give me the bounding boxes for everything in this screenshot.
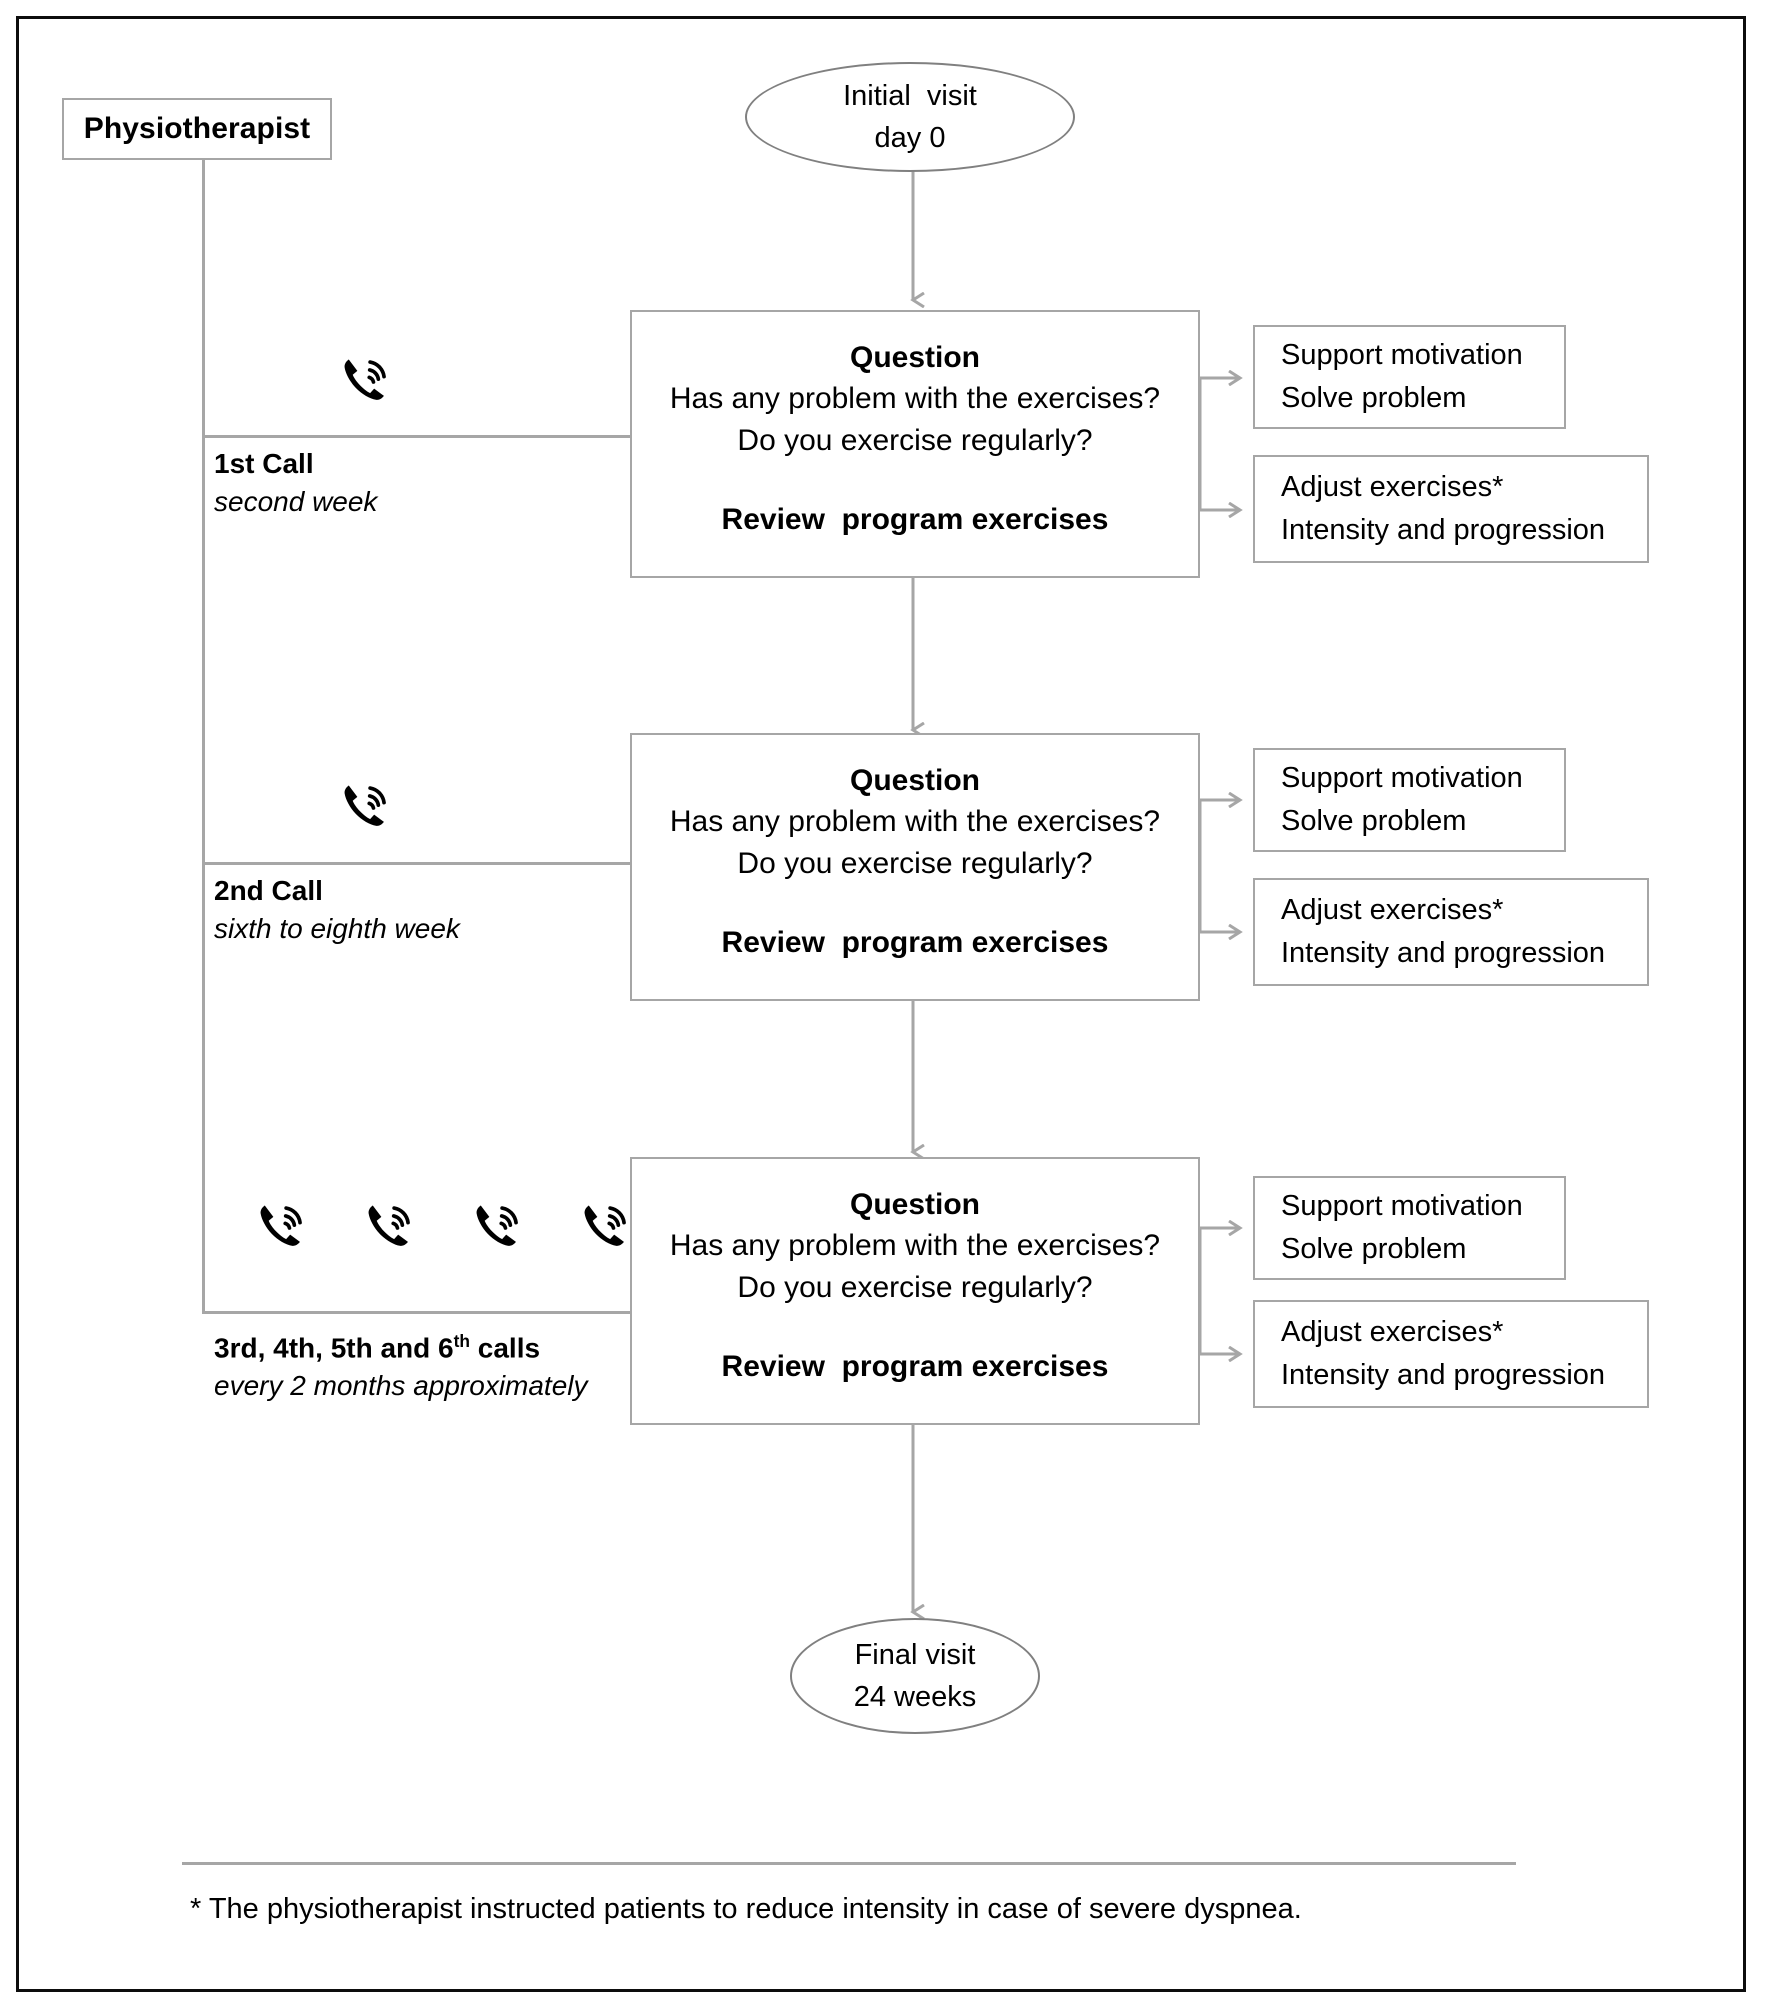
physiotherapist-box: Physiotherapist bbox=[62, 98, 332, 160]
question-box-1: Question Has any problem with the exerci… bbox=[630, 310, 1200, 578]
footnote-text: * The physiotherapist instructed patient… bbox=[190, 1893, 1302, 1925]
call-when-1: second week bbox=[214, 486, 378, 517]
support-line-1: Support motivation bbox=[1281, 762, 1523, 794]
physiotherapist-spine bbox=[202, 160, 205, 1314]
call-name-3-superscript: th bbox=[453, 1331, 470, 1351]
review-program-label: Review program exercises bbox=[721, 1350, 1109, 1383]
adjust-line-1: Adjust exercises* bbox=[1281, 1316, 1504, 1348]
call-label-2: 2nd Call sixth to eighth week bbox=[214, 872, 654, 948]
support-line-1: Support motivation bbox=[1281, 339, 1523, 371]
support-line-1: Support motivation bbox=[1281, 1190, 1523, 1222]
question-line-1: Has any problem with the exercises? bbox=[669, 805, 1161, 838]
call-label-1: 1st Call second week bbox=[214, 445, 614, 521]
final-visit-line1: Final visit bbox=[854, 1639, 976, 1671]
question-line-1: Has any problem with the exercises? bbox=[669, 382, 1161, 415]
outcome-adjust-box-3: Adjust exercises* Intensity and progress… bbox=[1253, 1300, 1649, 1408]
question-box-2: Question Has any problem with the exerci… bbox=[630, 733, 1200, 1001]
phone-icons-call-3 bbox=[252, 1198, 632, 1254]
outcome-support-box-2: Support motivation Solve problem bbox=[1253, 748, 1566, 852]
support-line-2: Solve problem bbox=[1281, 1233, 1467, 1265]
review-program-label: Review program exercises bbox=[721, 926, 1109, 959]
support-line-2: Solve problem bbox=[1281, 382, 1467, 414]
phone-call-icon bbox=[252, 1198, 308, 1254]
final-visit-node: Final visit 24 weeks bbox=[790, 1618, 1040, 1734]
footnote-rule bbox=[182, 1862, 1516, 1865]
final-visit-line2: 24 weeks bbox=[853, 1681, 977, 1713]
call-name-3-tail: calls bbox=[470, 1332, 541, 1364]
initial-visit-line1: Initial visit bbox=[843, 80, 977, 112]
support-line-2: Solve problem bbox=[1281, 805, 1467, 837]
question-line-2: Do you exercise regularly? bbox=[737, 424, 1093, 457]
question-heading: Question bbox=[849, 764, 980, 797]
question-line-2: Do you exercise regularly? bbox=[737, 847, 1093, 880]
question-line-2: Do you exercise regularly? bbox=[737, 1271, 1093, 1304]
call-connector-2 bbox=[202, 862, 634, 865]
question-heading: Question bbox=[849, 341, 980, 374]
adjust-line-1: Adjust exercises* bbox=[1281, 471, 1504, 503]
adjust-line-2: Intensity and progression bbox=[1281, 514, 1606, 546]
phone-call-icon bbox=[360, 1198, 416, 1254]
phone-icons-call-2 bbox=[336, 778, 392, 834]
initial-visit-node: Initial visit day 0 bbox=[745, 62, 1075, 172]
adjust-line-1: Adjust exercises* bbox=[1281, 894, 1504, 926]
question-heading: Question bbox=[849, 1188, 980, 1221]
phone-call-icon bbox=[336, 352, 392, 408]
outcome-adjust-box-1: Adjust exercises* Intensity and progress… bbox=[1253, 455, 1649, 563]
question-line-1: Has any problem with the exercises? bbox=[669, 1229, 1161, 1262]
outcome-support-box-1: Support motivation Solve problem bbox=[1253, 325, 1566, 429]
adjust-line-2: Intensity and progression bbox=[1281, 937, 1606, 969]
outcome-adjust-box-2: Adjust exercises* Intensity and progress… bbox=[1253, 878, 1649, 986]
call-name-1: 1st Call bbox=[214, 448, 314, 479]
initial-visit-line2: day 0 bbox=[874, 122, 946, 154]
figure-outer-frame bbox=[16, 16, 1746, 1992]
phone-icons-call-1 bbox=[336, 352, 392, 408]
call-name-3: 3rd, 4th, 5th and 6th calls bbox=[214, 1322, 684, 1367]
review-program-label: Review program exercises bbox=[721, 503, 1109, 536]
call-label-3: 3rd, 4th, 5th and 6th calls every 2 mont… bbox=[214, 1322, 684, 1405]
phone-call-icon bbox=[336, 778, 392, 834]
call-connector-3 bbox=[202, 1311, 634, 1314]
physiotherapist-label: Physiotherapist bbox=[83, 112, 311, 145]
call-name-2: 2nd Call bbox=[214, 875, 323, 906]
phone-call-icon bbox=[576, 1198, 632, 1254]
question-box-3: Question Has any problem with the exerci… bbox=[630, 1157, 1200, 1425]
call-when-3: every 2 months approximately bbox=[214, 1370, 588, 1402]
call-when-2: sixth to eighth week bbox=[214, 913, 460, 944]
adjust-line-2: Intensity and progression bbox=[1281, 1359, 1606, 1391]
outcome-support-box-3: Support motivation Solve problem bbox=[1253, 1176, 1566, 1280]
phone-call-icon bbox=[468, 1198, 524, 1254]
call-connector-1 bbox=[202, 435, 634, 438]
call-name-3-main: 3rd, 4th, 5th and 6 bbox=[214, 1332, 454, 1364]
